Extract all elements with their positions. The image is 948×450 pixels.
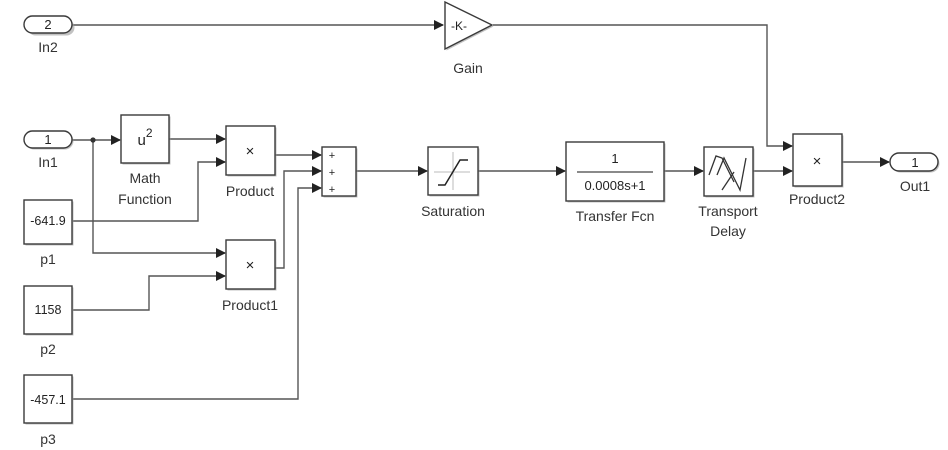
- constant-p2-label: p2: [40, 341, 56, 357]
- multiply-icon: ×: [246, 257, 255, 274]
- gain-block[interactable]: -K-: [444, 0, 494, 51]
- wire-p3-sum[interactable]: [73, 183, 322, 400]
- product1-label: Product1: [222, 297, 278, 313]
- wire-product1-sum[interactable]: [275, 166, 322, 269]
- constant-p3-block[interactable]: -457.1: [23, 374, 74, 425]
- constant-value: -641.9: [30, 214, 65, 228]
- inport-in2[interactable]: 2: [23, 15, 75, 36]
- inport-number: 2: [44, 17, 51, 32]
- saturation-icon: [434, 152, 470, 190]
- product-block[interactable]: ×: [225, 125, 277, 177]
- wire-gain-product2[interactable]: [493, 24, 793, 151]
- math-function-block[interactable]: u2: [120, 114, 171, 165]
- transfer-fcn-block[interactable]: 1 0.0008s+1: [565, 141, 666, 203]
- product2-block[interactable]: ×: [792, 133, 844, 188]
- transfer-fcn-label: Transfer Fcn: [576, 208, 655, 224]
- inport-in2-label: In2: [38, 39, 58, 55]
- outport-number: 1: [911, 155, 918, 170]
- outport-out1[interactable]: 1: [889, 152, 940, 173]
- multiply-icon: ×: [813, 153, 822, 170]
- constant-value: -457.1: [30, 393, 65, 407]
- math-function-expression: u2: [137, 126, 152, 149]
- constant-value: 1158: [35, 303, 62, 317]
- transport-delay-label-line1: Transport: [698, 203, 758, 219]
- constant-p1-label: p1: [40, 251, 56, 267]
- constant-p3-label: p3: [40, 431, 56, 447]
- gain-label: Gain: [453, 60, 483, 76]
- wire-p1-product[interactable]: [73, 157, 226, 222]
- outport-out1-label: Out1: [900, 178, 931, 194]
- inport-in1[interactable]: 1: [23, 130, 74, 150]
- sum-sign-3: +: [329, 184, 335, 196]
- inport-in1-label: In1: [38, 154, 58, 170]
- inport-number: 1: [44, 132, 51, 147]
- signal-lines: [72, 20, 890, 400]
- product2-label: Product2: [789, 191, 845, 207]
- saturation-block[interactable]: [427, 146, 480, 197]
- transport-delay-label-line2: Delay: [710, 223, 746, 239]
- branch-point: [90, 137, 96, 143]
- multiply-icon: ×: [246, 143, 255, 160]
- sum-block[interactable]: + + +: [321, 146, 358, 198]
- wire-p2-product1[interactable]: [73, 271, 226, 311]
- gain-value: -K-: [451, 19, 467, 33]
- math-function-label-line1: Math: [129, 170, 160, 186]
- saturation-label: Saturation: [421, 203, 485, 219]
- math-function-label-line2: Function: [118, 191, 172, 207]
- transport-delay-icon: [708, 155, 747, 193]
- sum-sign-1: +: [329, 150, 335, 162]
- constant-p2-block[interactable]: 1158: [23, 285, 74, 336]
- wire-in1-product1[interactable]: [92, 140, 226, 258]
- product-label: Product: [226, 183, 274, 199]
- sum-sign-2: +: [329, 167, 335, 179]
- constant-p1-block[interactable]: -641.9: [23, 199, 74, 246]
- transfer-fcn-denominator: 0.0008s+1: [584, 178, 645, 193]
- transport-delay-block[interactable]: [703, 146, 755, 198]
- transfer-fcn-numerator: 1: [611, 151, 618, 166]
- product1-block[interactable]: ×: [225, 239, 277, 291]
